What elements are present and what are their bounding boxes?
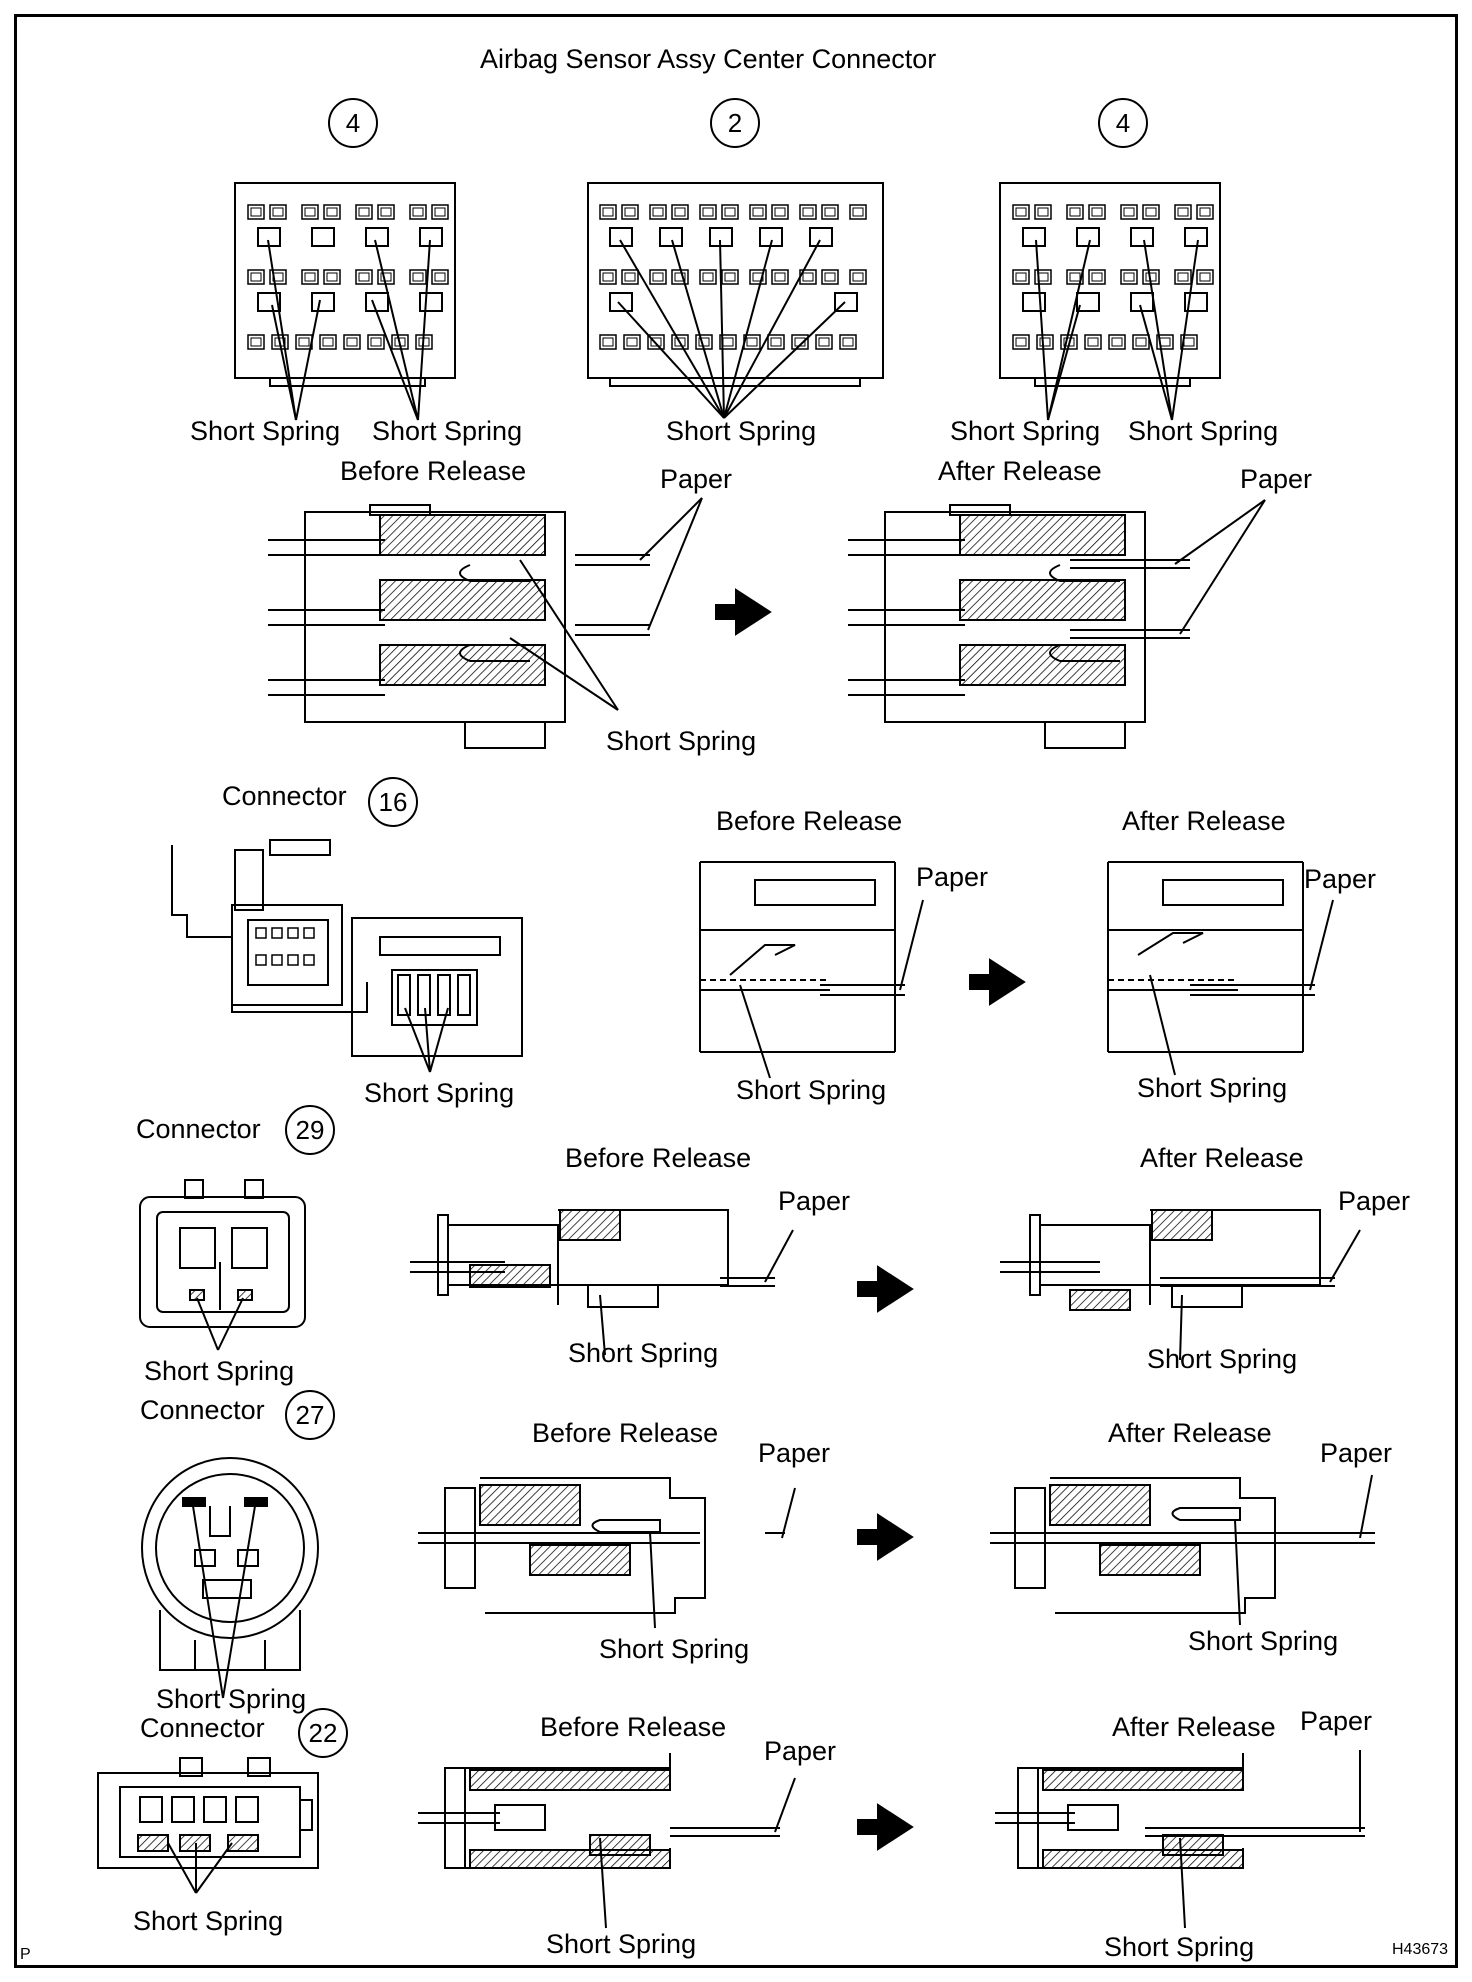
cross-section-22-after: [995, 1750, 1365, 1929]
cross-section-16-after: [1107, 861, 1334, 1076]
connector-block-4-right: [999, 182, 1221, 421]
paper-label: Paper: [660, 464, 733, 494]
paper-label: Paper: [764, 1736, 837, 1766]
before-release-label: Before Release: [565, 1143, 752, 1173]
short-spring-label: Short Spring: [133, 1906, 284, 1936]
connector-label: Connector: [136, 1114, 261, 1144]
after-release-label: After Release: [1112, 1712, 1276, 1742]
arrow-right-icon: [857, 1803, 914, 1851]
circled-number-4-left: 4: [328, 98, 378, 148]
paper-label: Paper: [758, 1438, 831, 1468]
corner-mark-p: P: [20, 1946, 31, 1963]
paper-label: Paper: [1300, 1706, 1373, 1736]
circled-number-16: 16: [368, 777, 418, 827]
arrow-right-icon: [857, 1265, 914, 1313]
connector-block-4-left: [234, 182, 456, 421]
cross-section-1-before: [268, 497, 703, 749]
cross-section-16-before: [699, 861, 924, 1079]
paper-label: Paper: [916, 862, 989, 892]
connector-16-drawing: [171, 839, 523, 1073]
short-spring-label: Short Spring: [599, 1634, 750, 1664]
connector-block-2-center: [587, 182, 884, 419]
short-spring-label: Short Spring: [1147, 1344, 1298, 1374]
connector-label: Connector: [140, 1395, 265, 1425]
paper-label: Paper: [1304, 864, 1377, 894]
short-spring-label: Short Spring: [736, 1075, 887, 1105]
paper-label: Paper: [1240, 464, 1313, 494]
short-spring-label: Short Spring: [1128, 416, 1279, 446]
figure-id: H43673: [1392, 1941, 1449, 1958]
short-spring-label: Short Spring: [546, 1929, 697, 1959]
short-spring-label: Short Spring: [568, 1338, 719, 1368]
before-release-label: Before Release: [340, 456, 527, 486]
after-release-label: After Release: [1140, 1143, 1304, 1173]
short-spring-label: Short Spring: [606, 726, 757, 756]
before-release-label: Before Release: [716, 806, 903, 836]
diagram-title: Airbag Sensor Assy Center Connector: [480, 44, 937, 74]
circled-number-4-right: 4: [1098, 98, 1148, 148]
arrow-right-icon: [969, 958, 1026, 1006]
after-release-label: After Release: [1122, 806, 1286, 836]
arrow-right-icon: [857, 1513, 914, 1561]
diagram-frame: [14, 14, 1458, 1968]
circled-number-22: 22: [298, 1708, 348, 1758]
after-release-label: After Release: [1108, 1418, 1272, 1448]
cross-section-1-after: [848, 499, 1266, 749]
cross-section-29-after: [1000, 1209, 1361, 1361]
short-spring-label: Short Spring: [1188, 1626, 1339, 1656]
circled-number-29: 29: [285, 1105, 335, 1155]
arrow-right-icon: [715, 588, 772, 636]
cross-section-29-before: [410, 1209, 794, 1356]
short-spring-label: Short Spring: [666, 416, 817, 446]
before-release-label: Before Release: [540, 1712, 727, 1742]
short-spring-label: Short Spring: [1137, 1073, 1288, 1103]
short-spring-label: Short Spring: [190, 416, 341, 446]
short-spring-label: Short Spring: [372, 416, 523, 446]
cross-section-27-after: [990, 1474, 1375, 1626]
connector-label: Connector: [222, 781, 347, 811]
short-spring-label: Short Spring: [950, 416, 1101, 446]
short-spring-label: Short Spring: [364, 1078, 515, 1108]
connector-22-drawing: [97, 1757, 319, 1894]
paper-label: Paper: [778, 1186, 851, 1216]
connector-27-drawing: [141, 1457, 319, 1699]
before-release-label: Before Release: [532, 1418, 719, 1448]
connector-29-drawing: [139, 1179, 306, 1351]
short-spring-label: Short Spring: [1104, 1932, 1255, 1962]
cross-section-22-before: [418, 1753, 796, 1929]
cross-section-27-before: [418, 1477, 796, 1629]
paper-label: Paper: [1338, 1186, 1411, 1216]
paper-label: Paper: [1320, 1438, 1393, 1468]
after-release-label: After Release: [938, 456, 1102, 486]
connector-label: Connector: [140, 1713, 265, 1743]
short-spring-label: Short Spring: [144, 1356, 295, 1386]
circled-number-2: 2: [710, 98, 760, 148]
circled-number-27: 27: [285, 1390, 335, 1440]
short-spring-label: Short Spring: [156, 1684, 307, 1714]
